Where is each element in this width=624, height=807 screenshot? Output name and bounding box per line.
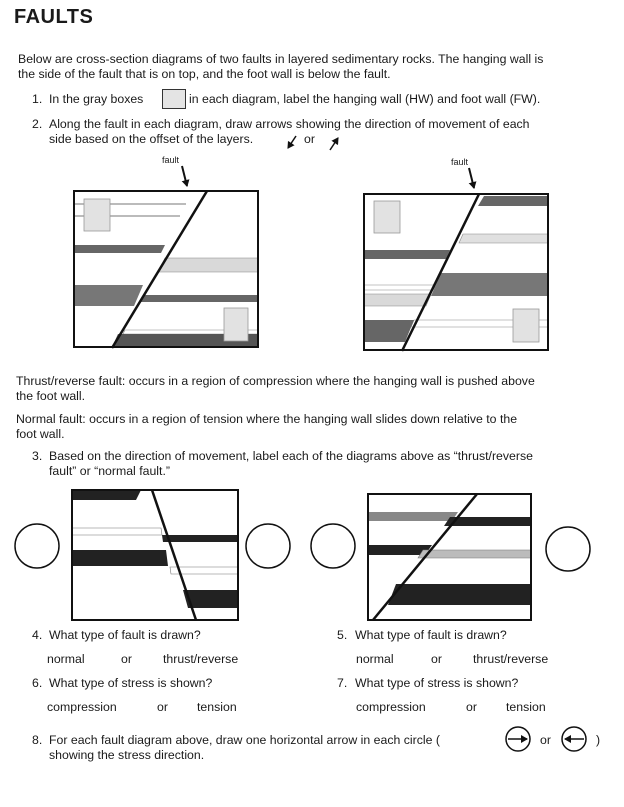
- stress-circle-4-right[interactable]: [545, 526, 591, 572]
- q2-line-1: Along the fault in each diagram, draw ar…: [49, 117, 530, 131]
- q7-option-compression[interactable]: compression: [356, 700, 426, 714]
- q2-number: 2.: [32, 117, 43, 131]
- intro-line-2: the side of the fault that is on top, an…: [18, 67, 391, 81]
- diagram2-fault-label: fault: [451, 157, 469, 167]
- q4-or: or: [121, 652, 132, 666]
- q6-number: 6.: [32, 676, 43, 690]
- q3-number: 3.: [32, 449, 43, 463]
- diagram1-label-box-left[interactable]: [83, 198, 111, 232]
- q1-text-b: in each diagram, label the hanging wall …: [189, 92, 541, 106]
- q7-text: What type of stress is shown?: [355, 676, 519, 690]
- q4-option-thrust[interactable]: thrust/reverse: [163, 652, 239, 666]
- q4-option-normal[interactable]: normal: [47, 652, 85, 666]
- diagram1-label-box-right[interactable]: [223, 307, 249, 342]
- fault-diagram-1: [73, 165, 259, 349]
- q3-line-2: fault” or “normal fault.”: [49, 464, 170, 478]
- example-arrow-down-left-icon: [287, 135, 297, 149]
- thrust-def-line-2: the foot wall.: [16, 389, 86, 403]
- q2-or: or: [304, 132, 315, 146]
- normal-def-line-2: foot wall.: [16, 427, 65, 441]
- diagram2-label-box-right[interactable]: [512, 308, 540, 343]
- q1-number: 1.: [32, 92, 43, 106]
- arrow-right-circle-icon: [505, 726, 531, 752]
- diagram1-fault-label: fault: [162, 155, 180, 165]
- q6-option-compression[interactable]: compression: [47, 700, 117, 714]
- q4-text: What type of fault is drawn?: [49, 628, 201, 642]
- q6-or: or: [157, 700, 168, 714]
- intro-line-1: Below are cross-section diagrams of two …: [18, 52, 544, 66]
- q6-text: What type of stress is shown?: [49, 676, 213, 690]
- gray-box-sample: [162, 89, 186, 109]
- thrust-def-line-1: Thrust/reverse fault: occurs in a region…: [16, 374, 535, 388]
- q1-text-a: In the gray boxes: [49, 92, 144, 106]
- q8-close-paren: ): [596, 733, 601, 747]
- example-arrow-up-right-icon: [329, 137, 339, 151]
- q5-option-thrust[interactable]: thrust/reverse: [473, 652, 549, 666]
- q8-line-1: For each fault diagram above, draw one h…: [49, 733, 440, 747]
- q5-text: What type of fault is drawn?: [355, 628, 507, 642]
- fault-diagram-3: [14, 489, 291, 621]
- fault-diagram-4: [310, 493, 591, 621]
- normal-def-line-1: Normal fault: occurs in a region of tens…: [16, 412, 518, 426]
- stress-circle-3-left[interactable]: [14, 523, 60, 569]
- stress-circle-3-right[interactable]: [245, 523, 291, 569]
- q5-number: 5.: [337, 628, 348, 642]
- stress-circle-4-left[interactable]: [310, 523, 356, 569]
- q8-or: or: [540, 733, 551, 747]
- q7-number: 7.: [337, 676, 348, 690]
- q4-number: 4.: [32, 628, 43, 642]
- arrow-left-circle-icon: [561, 726, 587, 752]
- q7-or: or: [466, 700, 477, 714]
- diagram2-label-box-left[interactable]: [373, 200, 401, 234]
- q7-option-tension[interactable]: tension: [506, 700, 546, 714]
- q6-option-tension[interactable]: tension: [197, 700, 237, 714]
- q8-line-2: showing the stress direction.: [49, 748, 205, 762]
- page-title: FAULTS: [14, 6, 94, 28]
- q5-option-normal[interactable]: normal: [356, 652, 394, 666]
- q2-line-2: side based on the offset of the layers.: [49, 132, 254, 146]
- q5-or: or: [431, 652, 442, 666]
- q8-number: 8.: [32, 733, 43, 747]
- q3-line-1: Based on the direction of movement, labe…: [49, 449, 533, 463]
- fault-diagram-2: [363, 167, 549, 352]
